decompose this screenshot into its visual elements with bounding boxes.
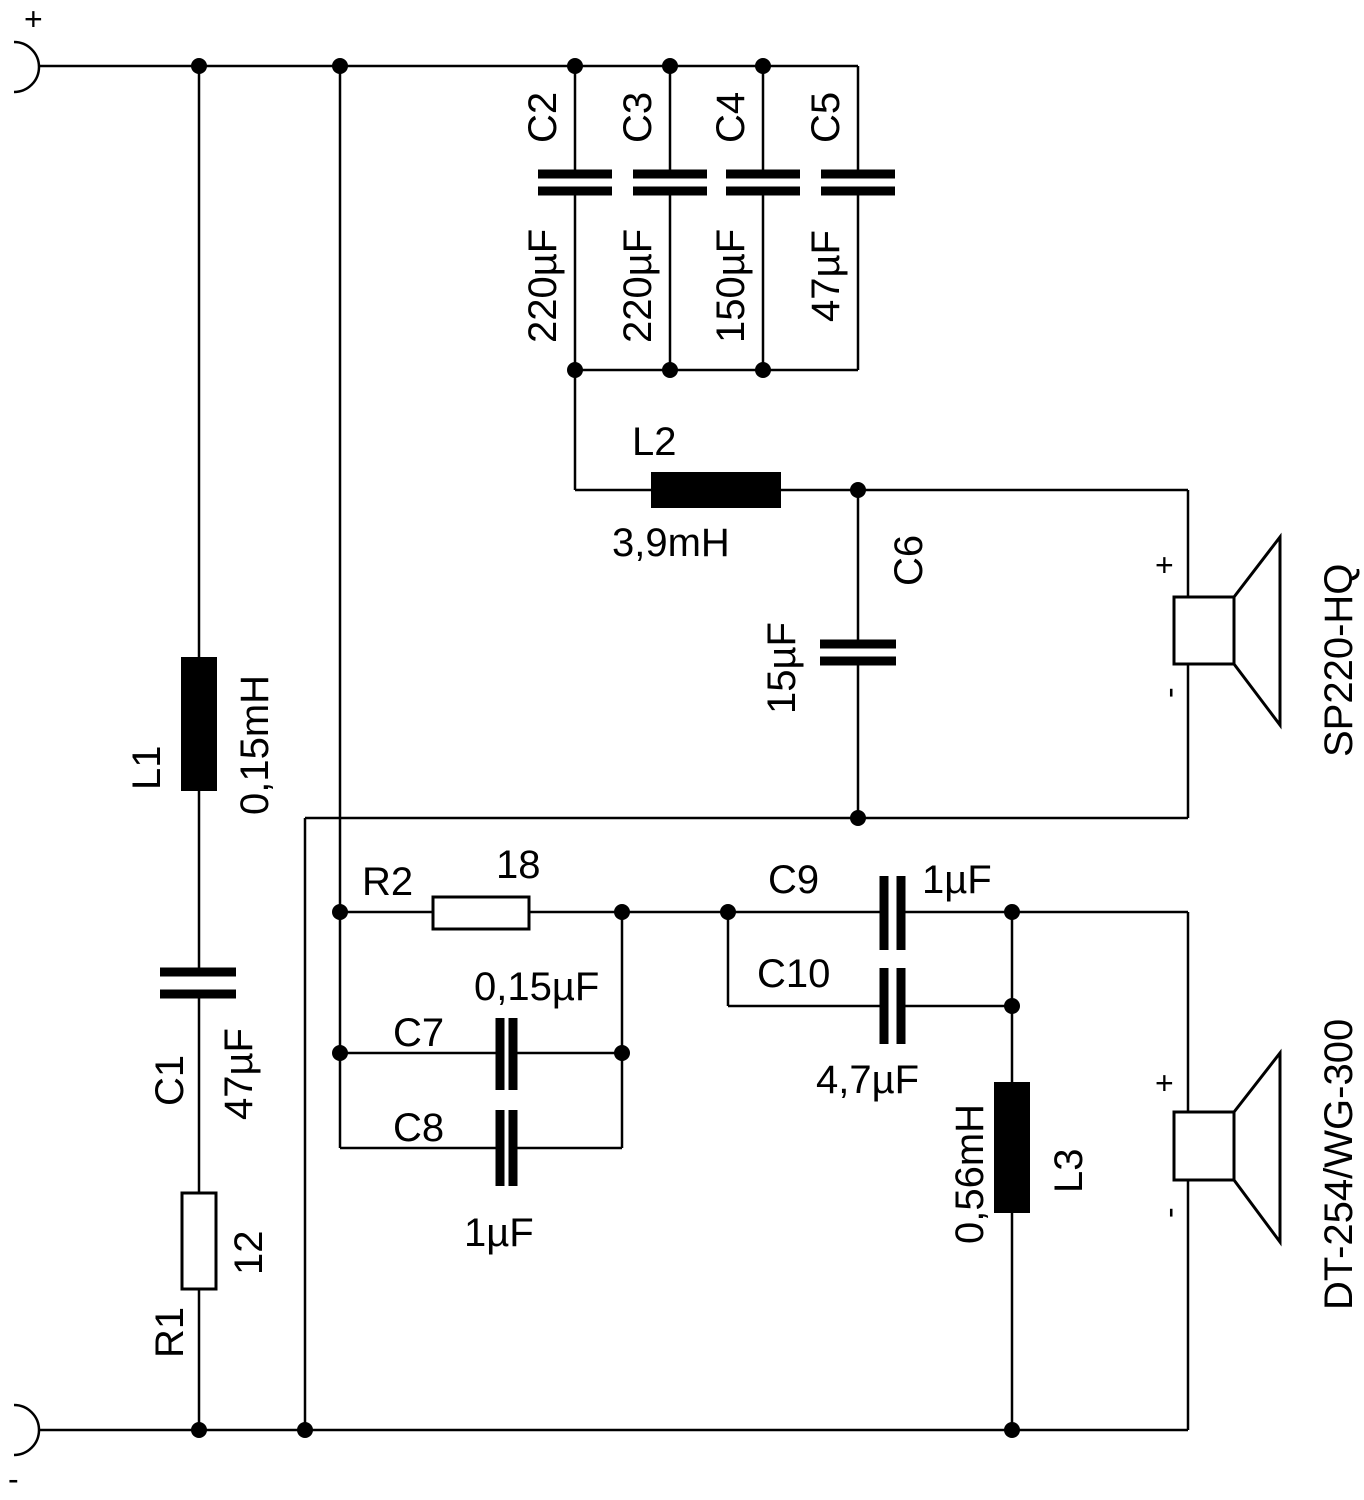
capacitor-c3 <box>633 169 707 196</box>
c5-label: C5 <box>804 92 848 143</box>
c10-value: 4,7µF <box>816 1058 919 1102</box>
woofer-speaker-icon <box>1172 532 1282 730</box>
c8-label: C8 <box>393 1106 444 1150</box>
l3-label: L3 <box>1047 1149 1091 1194</box>
capacitor-c6 <box>820 639 896 666</box>
l2-value: 3,9mH <box>612 521 730 565</box>
l1-value: 0,15mH <box>233 675 277 815</box>
c3-label: C3 <box>616 92 660 143</box>
r1-value: 12 <box>227 1231 271 1276</box>
tweeter-name: DT-254/WG-300 <box>1317 1019 1361 1310</box>
c2-label: C2 <box>521 92 565 143</box>
capacitor-c7 <box>495 1018 518 1090</box>
inductor-l1 <box>181 657 217 791</box>
r1-label: R1 <box>148 1307 192 1358</box>
inductor-l3 <box>994 1082 1030 1213</box>
l2-label: L2 <box>632 420 677 464</box>
junction-dots <box>191 58 1020 1438</box>
l1-label: L1 <box>125 746 169 791</box>
c8-value: 1µF <box>464 1211 534 1255</box>
c9-value: 1µF <box>922 858 992 902</box>
plus-terminal-label: + <box>24 1 43 37</box>
tweeter-minus-label: - <box>1151 1207 1187 1218</box>
c4-label: C4 <box>709 92 753 143</box>
l3-value: 0,56mH <box>948 1104 992 1244</box>
c6-value: 15µF <box>760 622 804 714</box>
woofer-plus-label: + <box>1155 547 1174 583</box>
r2-label: R2 <box>362 860 413 904</box>
capacitor-c2 <box>538 169 612 196</box>
c5-value: 47µF <box>804 230 848 322</box>
c2-value: 220µF <box>521 229 565 343</box>
wires <box>39 64 1190 1432</box>
resistor-r2 <box>431 895 531 931</box>
capacitor-c9 <box>879 876 906 950</box>
inductor-l2 <box>651 472 781 508</box>
minus-terminal-label: - <box>8 1461 19 1497</box>
tweeter-speaker-icon <box>1172 1048 1282 1247</box>
woofer-name: SP220-HQ <box>1317 564 1361 757</box>
capacitor-c10 <box>879 968 906 1044</box>
c10-label: C10 <box>757 952 830 996</box>
c7-value: 0,15µF <box>474 965 599 1009</box>
capacitor-c1 <box>160 967 236 999</box>
c3-value: 220µF <box>616 229 660 343</box>
capacitor-c4 <box>726 169 800 196</box>
capacitor-c5 <box>821 169 895 196</box>
minus-terminal <box>13 1403 41 1457</box>
plus-terminal <box>13 40 41 94</box>
c1-value: 47µF <box>217 1028 261 1120</box>
c6-label: C6 <box>887 535 931 586</box>
resistor-r1 <box>180 1191 218 1291</box>
tweeter-plus-label: + <box>1155 1065 1174 1101</box>
capacitor-c8 <box>495 1110 518 1186</box>
woofer-minus-label: - <box>1151 687 1187 698</box>
r2-value: 18 <box>496 843 541 887</box>
c4-value: 150µF <box>709 229 753 343</box>
c1-label: C1 <box>148 1055 192 1106</box>
c7-label: C7 <box>393 1011 444 1055</box>
c9-label: C9 <box>768 858 819 902</box>
